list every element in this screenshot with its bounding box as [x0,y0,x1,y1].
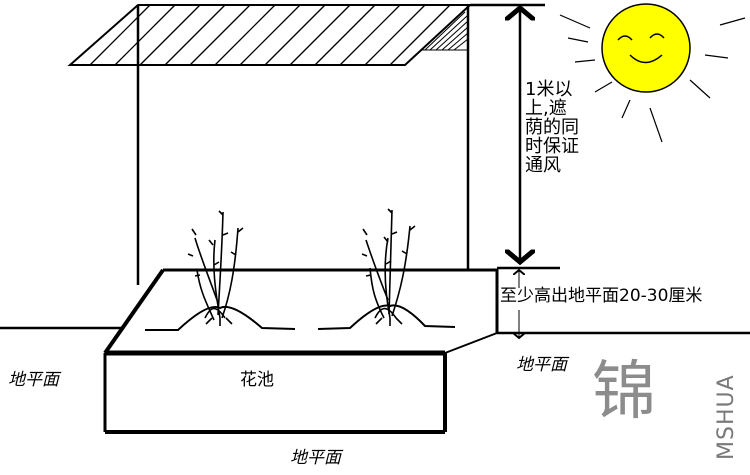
shade-canopy [67,4,473,66]
ground-label-bottom: 地平面 [290,448,341,468]
shade-height-note: 1米以上,遮荫的同时保证通风 [525,79,579,176]
flower-pool [103,268,499,434]
pool-label: 花池 [240,370,274,390]
watermark-brand: MSHUA [714,374,739,460]
canopy-posts [136,5,470,300]
dimension-markers [470,3,560,338]
watermark-logo: 锦 [592,355,656,429]
canopy-side-hatching [420,11,469,51]
canopy-hatching [89,4,451,66]
sun-icon [559,3,746,143]
smiley-face-icon [617,33,665,64]
seedling-icon [361,208,416,326]
ground-label-left: 地平面 [8,370,59,390]
pool-height-note: 至少高出地平面20-30厘米 [500,286,703,306]
ground-label-right: 地平面 [516,355,567,375]
seedling-icon [187,210,244,326]
sun-rays [559,14,746,143]
